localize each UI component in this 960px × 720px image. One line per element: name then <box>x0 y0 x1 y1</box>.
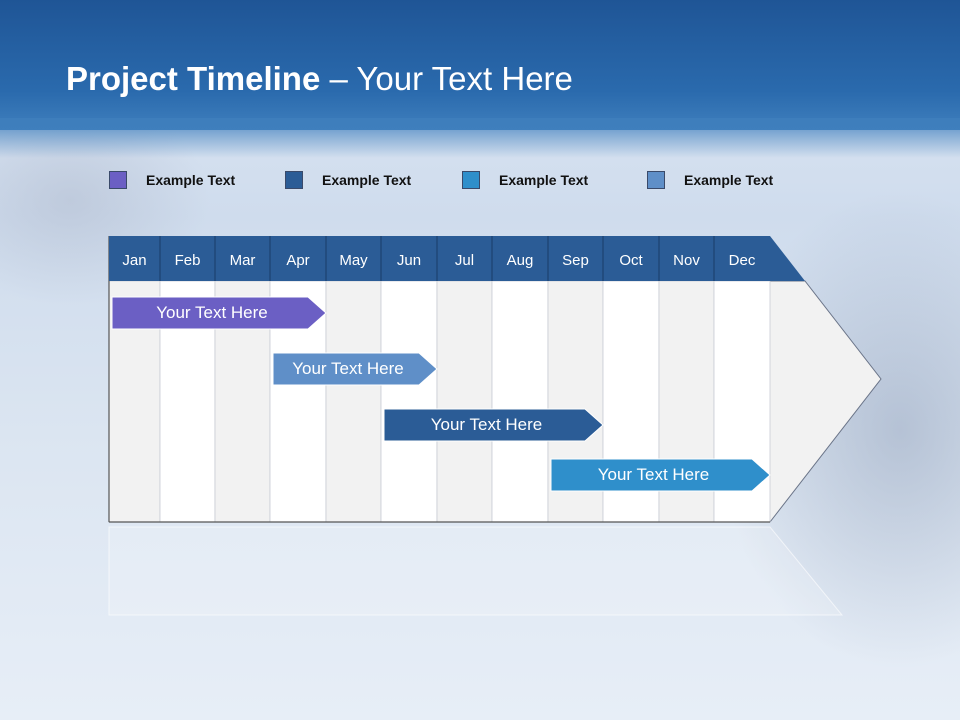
month-header-row: Jan Feb Mar Apr May Jun Jul Aug Sep Oct Nov Dec <box>109 236 805 281</box>
legend-item-4: Example Text <box>647 170 773 190</box>
legend-label-1: Example Text <box>146 172 236 188</box>
task-bar <box>383 408 604 442</box>
timeline-reflection <box>108 526 844 616</box>
month-column <box>436 280 493 523</box>
legend-item-2: Example Text <box>285 170 411 190</box>
month-label: Dec <box>729 252 756 269</box>
month-column <box>325 280 382 523</box>
task-bars <box>111 296 771 492</box>
reflection-shape <box>108 526 844 616</box>
month-header-band <box>109 236 805 281</box>
legend-swatch-3 <box>462 171 480 189</box>
page-title: Project Timeline – Your Text Here <box>66 60 573 98</box>
task-bar <box>550 458 771 492</box>
legend-label-3: Example Text <box>499 172 589 188</box>
task-bar-label: Your Text Here <box>597 465 710 484</box>
legend-label-2: Example Text <box>322 172 412 188</box>
legend-item-3: Example Text <box>462 170 588 190</box>
month-label: Aug <box>507 252 534 269</box>
task-bar-label: Your Text Here <box>156 303 268 322</box>
month-label: May <box>339 252 368 269</box>
month-label: Jun <box>397 252 421 269</box>
page-title-bold: Project Timeline <box>66 60 321 97</box>
month-label: Oct <box>619 252 643 269</box>
month-label: Jul <box>455 252 474 269</box>
task-bar-label: Your Text Here <box>430 415 543 434</box>
task-bar <box>111 296 327 330</box>
month-column <box>380 280 438 523</box>
month-label: Nov <box>673 252 700 269</box>
legend-swatch-2 <box>285 171 303 189</box>
title-bar <box>0 0 960 130</box>
month-column <box>491 280 549 523</box>
legend-swatch-4 <box>647 171 665 189</box>
month-label: Jan <box>122 252 146 269</box>
page-title-rest: – Your Text Here <box>320 60 573 97</box>
legend-swatch-1 <box>109 171 127 189</box>
month-label: Sep <box>562 252 589 269</box>
month-label: Mar <box>230 252 256 269</box>
month-label: Feb <box>175 252 201 269</box>
legend-label-4: Example Text <box>684 172 774 188</box>
title-bar-fade <box>0 118 960 158</box>
task-bar <box>272 352 438 386</box>
legend-item-1: Example Text <box>109 170 235 190</box>
month-label: Apr <box>286 252 309 269</box>
task-bar-label: Your Text Here <box>292 359 404 378</box>
